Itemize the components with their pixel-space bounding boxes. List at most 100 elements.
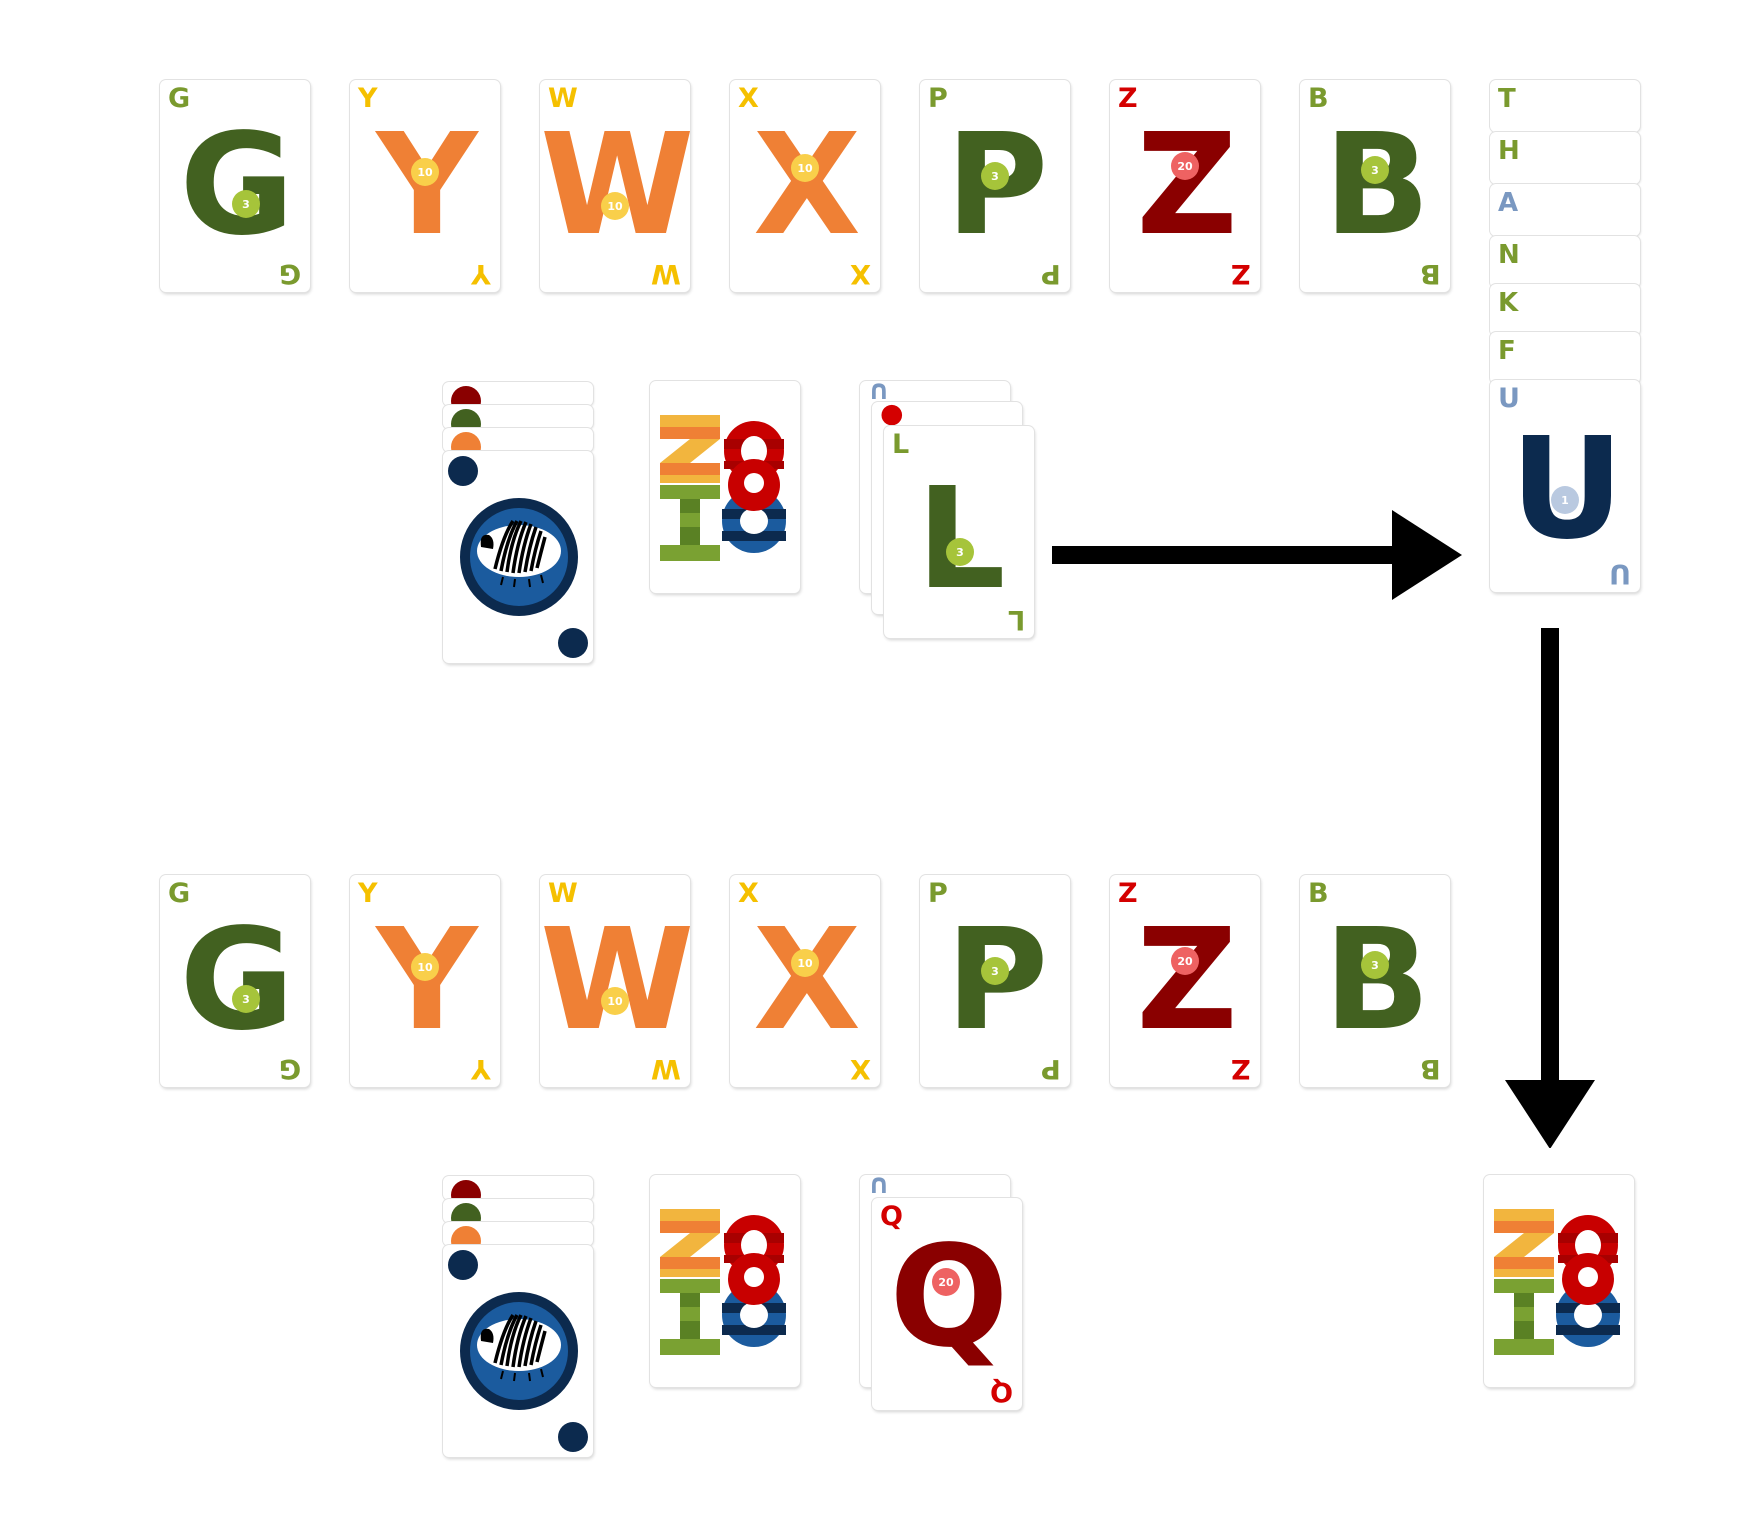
card-corner-letter-rotated: P [1041, 258, 1061, 289]
points-badge: 10 [601, 987, 629, 1015]
points-badge: 3 [981, 162, 1009, 190]
letter-card[interactable]: Z Z 20 Z [1110, 875, 1260, 1087]
letter-card[interactable]: G G 3 G [160, 80, 310, 292]
card-corner-letter: ∩ [868, 381, 890, 406]
letter-card[interactable]: B B 3 B [1300, 80, 1450, 292]
points-badge: 3 [232, 190, 260, 218]
logo-i [660, 485, 720, 561]
card-big-letter: Y [350, 116, 500, 256]
letter-card[interactable]: Y Y 10 Y [350, 875, 500, 1087]
points-badge: 3 [1361, 156, 1389, 184]
points-badge: 3 [1361, 951, 1389, 979]
points-badge: 1 [1551, 486, 1579, 514]
points-badge: 20 [932, 1268, 960, 1296]
card-corner-letter-rotated: B [1420, 1053, 1441, 1084]
stacked-letter-card[interactable]: F [1490, 332, 1640, 384]
letter-card[interactable]: P P 3 P [920, 875, 1070, 1087]
orange-dot-icon [451, 432, 481, 452]
zoi8-logo: ZO [660, 415, 786, 561]
zoi8-logo [1494, 1209, 1620, 1355]
card-corner-letter-rotated: G [278, 258, 301, 289]
card-corner-letter-rotated: B [1420, 258, 1441, 289]
navy-dot-icon [448, 1250, 478, 1280]
stacked-letter-card[interactable]: H [1490, 132, 1640, 184]
green-dot-icon [451, 1203, 481, 1223]
card-big-letter: G [179, 104, 295, 267]
zoi8-logo-card[interactable] [650, 1175, 800, 1387]
letter-card[interactable]: X X 10 X [730, 80, 880, 292]
points-badge: 20 [1171, 152, 1199, 180]
card-corner-letter: N [1498, 240, 1520, 270]
points-badge: 10 [791, 949, 819, 977]
card-corner-letter-rotated: U [1609, 558, 1631, 589]
points-badge: 3 [946, 538, 974, 566]
logo-z [1494, 1209, 1554, 1277]
stacked-letter-card[interactable]: T [1490, 80, 1640, 132]
card-corner-letter: T [1498, 84, 1516, 114]
letter-card[interactable]: Y Y 10 Y [350, 80, 500, 292]
red-dot-icon [451, 386, 481, 406]
green-dot-icon [451, 409, 481, 429]
stacked-letter-card[interactable]: N [1490, 236, 1640, 288]
deck-stub-card [443, 1199, 593, 1223]
card-corner-letter: U [1498, 383, 1520, 414]
letter-card[interactable]: Z Z 20 Z [1110, 80, 1260, 292]
deck-stub-card [443, 1176, 593, 1200]
points-badge: 10 [411, 158, 439, 186]
logo-8 [722, 459, 786, 553]
card-corner-letter: A [1498, 188, 1519, 218]
card-big-letter: Z [1136, 104, 1238, 267]
card-corner-letter-rotated: L [1007, 604, 1025, 635]
logo-z [660, 415, 720, 483]
card-corner-letter-rotated: Y [471, 1053, 491, 1084]
card-big-letter: G [179, 899, 295, 1062]
card-corner-letter-rotated: Y [471, 258, 491, 289]
letter-card-l[interactable]: L L 3 L [884, 426, 1034, 638]
letter-card[interactable]: G G 3 G [160, 875, 310, 1087]
card-big-letter: B [1323, 104, 1431, 267]
navy-dot-icon [558, 628, 588, 658]
card-corner-letter-rotated: W [651, 258, 681, 289]
navy-dot-icon [558, 1422, 588, 1452]
points-badge: 10 [601, 192, 629, 220]
card-corner-letter: B [1308, 83, 1329, 114]
card-corner-letter: Q [880, 1201, 903, 1232]
card-corner-letter: B [1308, 878, 1329, 909]
card-corner-letter-rotated: Q [990, 1376, 1013, 1407]
points-badge: 3 [981, 957, 1009, 985]
stacked-letter-card[interactable]: A [1490, 184, 1640, 236]
letter-card-u[interactable]: U U 1 U [1490, 380, 1640, 592]
letter-card-q[interactable]: Q Q 20 Q [872, 1198, 1022, 1410]
card-corner-letter: ● [880, 402, 904, 429]
card-big-letter: Q [889, 1216, 1008, 1379]
card-corner-letter: ∩ [868, 1175, 890, 1200]
zebra-card[interactable] [443, 451, 593, 663]
card-big-letter: Z [1136, 899, 1238, 1062]
letter-card[interactable]: B B 3 B [1300, 875, 1450, 1087]
logo-8 [1556, 1253, 1620, 1347]
zoi8-logo-card-result[interactable] [1484, 1175, 1634, 1387]
deck-stub-card [443, 405, 593, 429]
points-badge: 3 [232, 985, 260, 1013]
zoi8-logo [660, 1209, 786, 1355]
card-corner-letter: Z [1118, 878, 1138, 909]
stacked-letter-card[interactable]: K [1490, 284, 1640, 336]
deck-stub-card [443, 1222, 593, 1246]
letter-card[interactable]: X X 10 X [730, 875, 880, 1087]
card-big-letter: B [1323, 899, 1431, 1062]
card-corner-letter: W [548, 878, 578, 909]
letter-card[interactable]: P P 3 P [920, 80, 1070, 292]
zebra-card[interactable] [443, 1245, 593, 1457]
card-corner-letter-rotated: P [1041, 1053, 1061, 1084]
card-corner-letter: P [928, 878, 948, 909]
card-corner-letter: P [928, 83, 948, 114]
card-corner-letter-rotated: Z [1231, 1053, 1251, 1084]
letter-card[interactable]: W W 10 W [540, 80, 690, 292]
card-corner-letter: X [738, 83, 759, 114]
deck-stub-card [443, 382, 593, 406]
logo-i [1494, 1279, 1554, 1355]
orange-dot-icon [451, 1226, 481, 1246]
letter-card[interactable]: W W 10 W [540, 875, 690, 1087]
zoi8-logo-card[interactable]: ZO [650, 381, 800, 593]
points-badge: 20 [1171, 947, 1199, 975]
